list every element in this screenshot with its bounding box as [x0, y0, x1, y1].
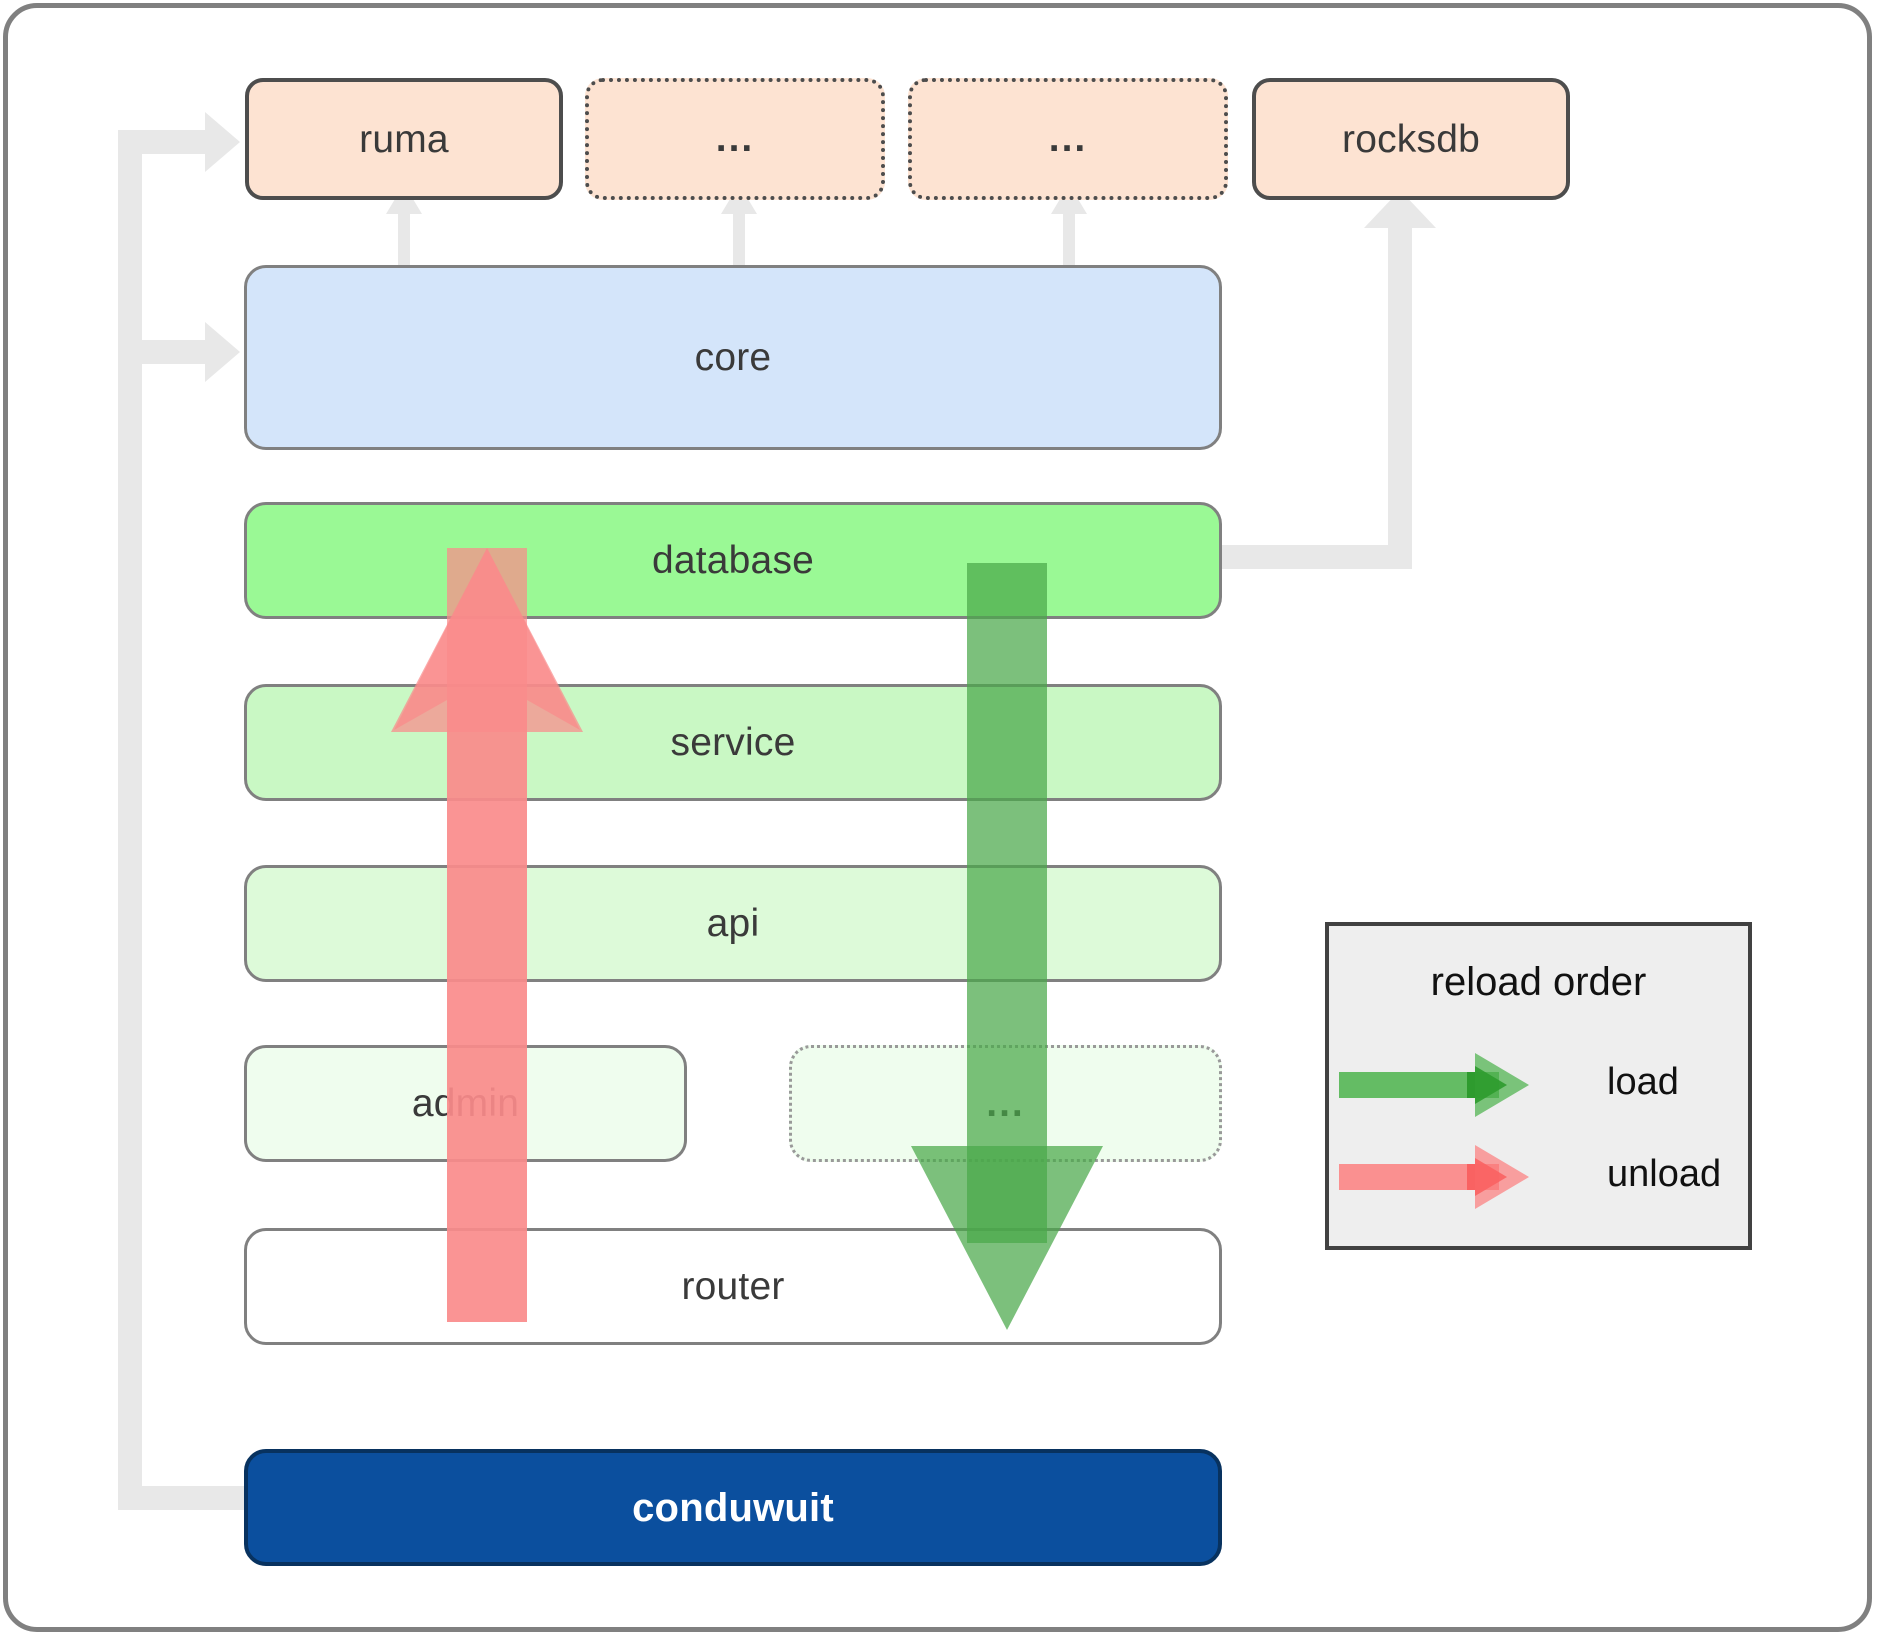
- root-node-conduwuit[interactable]: conduwuit: [244, 1449, 1222, 1566]
- layer-node-placeholder-label: ...: [986, 1081, 1025, 1125]
- layer-node-database[interactable]: database: [244, 502, 1222, 619]
- layer-node-database-label: database: [651, 539, 815, 582]
- layer-node-api[interactable]: api: [244, 865, 1222, 982]
- legend-title: reload order: [1430, 960, 1647, 1004]
- dep-node-ruma[interactable]: ruma: [245, 78, 563, 200]
- layer-node-router-label: router: [681, 1265, 785, 1308]
- layer-node-admin-label: admin: [411, 1082, 520, 1125]
- layer-node-api-label: api: [706, 902, 760, 945]
- dep-node-placeholder-2[interactable]: ...: [908, 78, 1228, 200]
- layer-node-router[interactable]: router: [244, 1228, 1222, 1345]
- legend-load-arrow-icon: [1339, 1053, 1529, 1117]
- layer-node-placeholder[interactable]: ...: [789, 1045, 1222, 1162]
- layer-node-core-label: core: [694, 336, 772, 379]
- dep-node-placeholder-2-label: ...: [1048, 117, 1088, 161]
- layer-node-service-label: service: [670, 721, 796, 764]
- layer-node-core[interactable]: core: [244, 265, 1222, 450]
- layer-node-admin[interactable]: admin: [244, 1045, 687, 1162]
- dep-node-placeholder-1-label: ...: [715, 117, 755, 161]
- dep-node-rocksdb[interactable]: rocksdb: [1252, 78, 1570, 200]
- diagram-frame: [3, 3, 1872, 1632]
- dep-node-ruma-label: ruma: [359, 117, 449, 161]
- legend-panel: reload order load unload: [1325, 922, 1752, 1250]
- dep-node-placeholder-1[interactable]: ...: [585, 78, 885, 200]
- legend-unload-arrow-icon: [1339, 1145, 1529, 1209]
- legend-label-unload: unload: [1607, 1153, 1722, 1195]
- dep-node-rocksdb-label: rocksdb: [1342, 117, 1480, 161]
- root-node-conduwuit-label: conduwuit: [632, 1485, 834, 1530]
- legend-label-load: load: [1607, 1061, 1679, 1103]
- layer-node-service[interactable]: service: [244, 684, 1222, 801]
